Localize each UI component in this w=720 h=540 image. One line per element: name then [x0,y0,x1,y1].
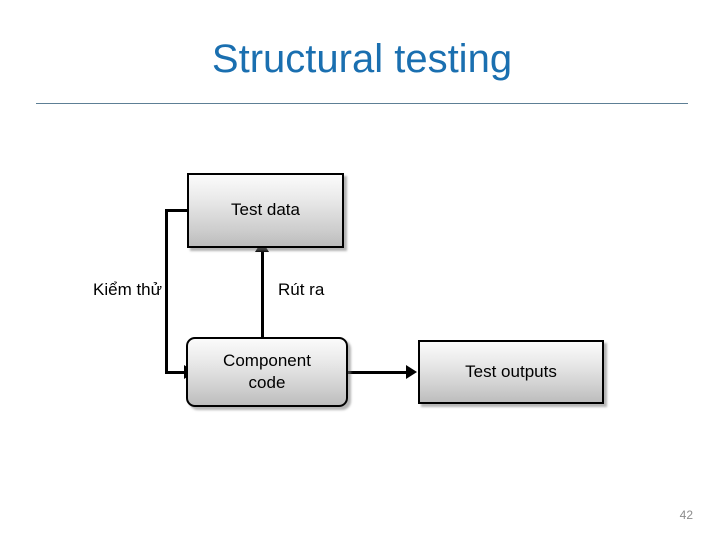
diagram-node-test-data[interactable]: Test data [187,173,344,248]
arrowhead-right-icon [406,365,417,379]
diagram-node-component-code[interactable]: Component code [186,337,348,407]
annotation-label-kiem-thu: Kiểm thử [93,280,163,299]
diagram-node-test-outputs[interactable]: Test outputs [418,340,604,404]
page-number: 42 [679,508,693,522]
connector-test-data-to-component-code-segment-vertical [165,209,168,374]
title-divider [36,103,688,104]
connector-test-data-to-component-code-segment-top [165,209,189,212]
diagram-node-test-outputs-label: Test outputs [465,361,557,381]
annotation-label-rut-ra: Rút ra [278,280,325,299]
page-title: Structural testing [211,37,513,81]
diagram-node-test-data-label: Test data [231,200,300,220]
connector-test-data-to-component-code-segment-bottom [165,371,186,374]
diagram-node-component-code-label-line2: code [248,373,286,392]
diagram-node-component-code-label: Component code [223,350,311,394]
diagram-node-component-code-label-line1: Component [223,350,311,370]
connector-component-code-to-test-data-segment [261,252,264,338]
connector-component-code-to-test-outputs-segment [348,371,410,374]
